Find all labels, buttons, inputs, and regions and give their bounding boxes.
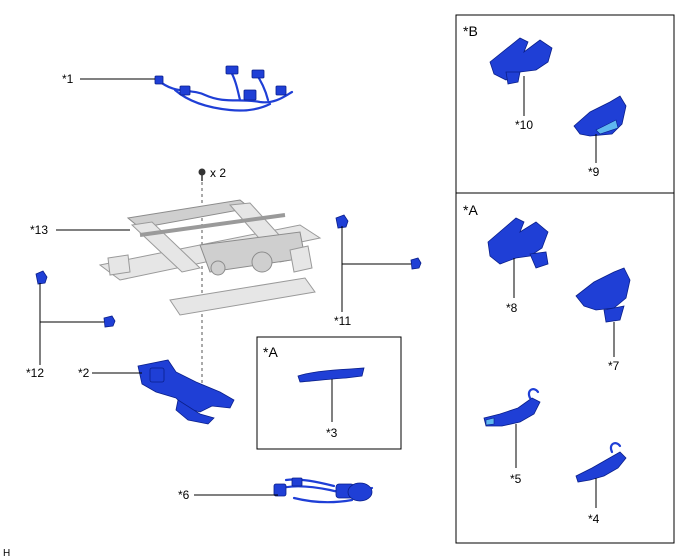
callout-4: *4 — [588, 512, 600, 526]
callout-10: *10 — [515, 118, 533, 132]
callout-5: *5 — [510, 472, 522, 486]
bolt-icon — [198, 168, 206, 181]
inset-label-a: *A — [263, 344, 278, 360]
callout-2: *2 — [78, 366, 90, 380]
callout-3: *3 — [326, 426, 338, 440]
callout-9: *9 — [588, 165, 600, 179]
part-8-bracket — [487, 217, 549, 269]
callout-6: *6 — [178, 488, 190, 502]
panel-label-a: *A — [463, 202, 478, 218]
part-3-arm — [297, 367, 365, 383]
part-5-arm — [483, 388, 541, 427]
detail-box-a — [455, 192, 675, 544]
callout-12: *12 — [26, 366, 44, 380]
bolt-quantity: x 2 — [210, 166, 226, 180]
part-11-clip-upper — [335, 214, 349, 229]
footer-mark: H — [3, 548, 10, 559]
part-12-clip-lower — [103, 315, 116, 328]
part-12-clip-upper — [35, 270, 48, 285]
callout-13: *13 — [30, 223, 48, 237]
part-13-seat-frame — [98, 199, 322, 316]
inset-box-a — [256, 336, 402, 450]
callout-1: *1 — [62, 72, 74, 86]
part-4-arm — [575, 442, 627, 483]
part-2-bracket-assembly — [137, 359, 235, 425]
callout-7: *7 — [608, 359, 620, 373]
callout-8: *8 — [506, 301, 518, 315]
callout-11: *11 — [334, 314, 351, 328]
panel-label-b: *B — [463, 23, 478, 39]
part-11-clip-lower — [410, 257, 422, 270]
part-9-bracket — [573, 95, 627, 137]
detail-box-b — [455, 14, 675, 194]
part-1-wire-harness — [154, 65, 294, 112]
part-7-bracket — [575, 267, 631, 323]
part-6-wire-harness — [273, 477, 374, 504]
part-10-bracket — [489, 37, 553, 85]
